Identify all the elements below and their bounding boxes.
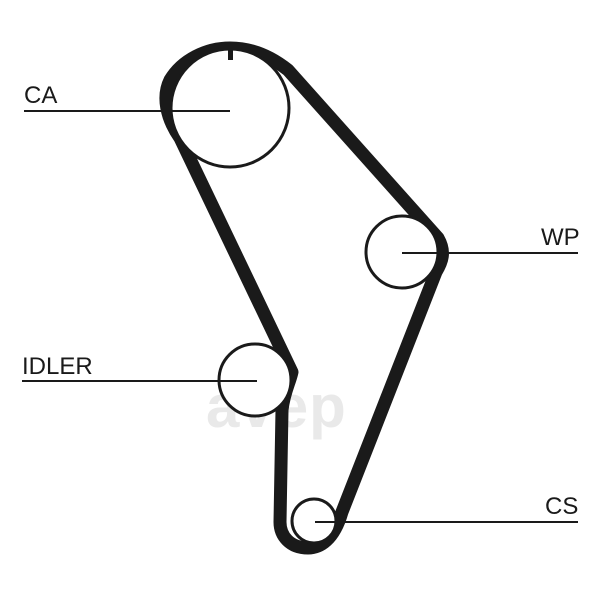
timing-belt bbox=[159, 41, 449, 555]
camshaft-timing-mark bbox=[228, 44, 233, 60]
ca-label: CA bbox=[24, 82, 58, 109]
idler-label: IDLER bbox=[22, 353, 93, 380]
camshaft-pulley bbox=[169, 47, 291, 169]
cs-label: CS bbox=[545, 493, 579, 520]
wp-label: WP bbox=[541, 224, 580, 251]
